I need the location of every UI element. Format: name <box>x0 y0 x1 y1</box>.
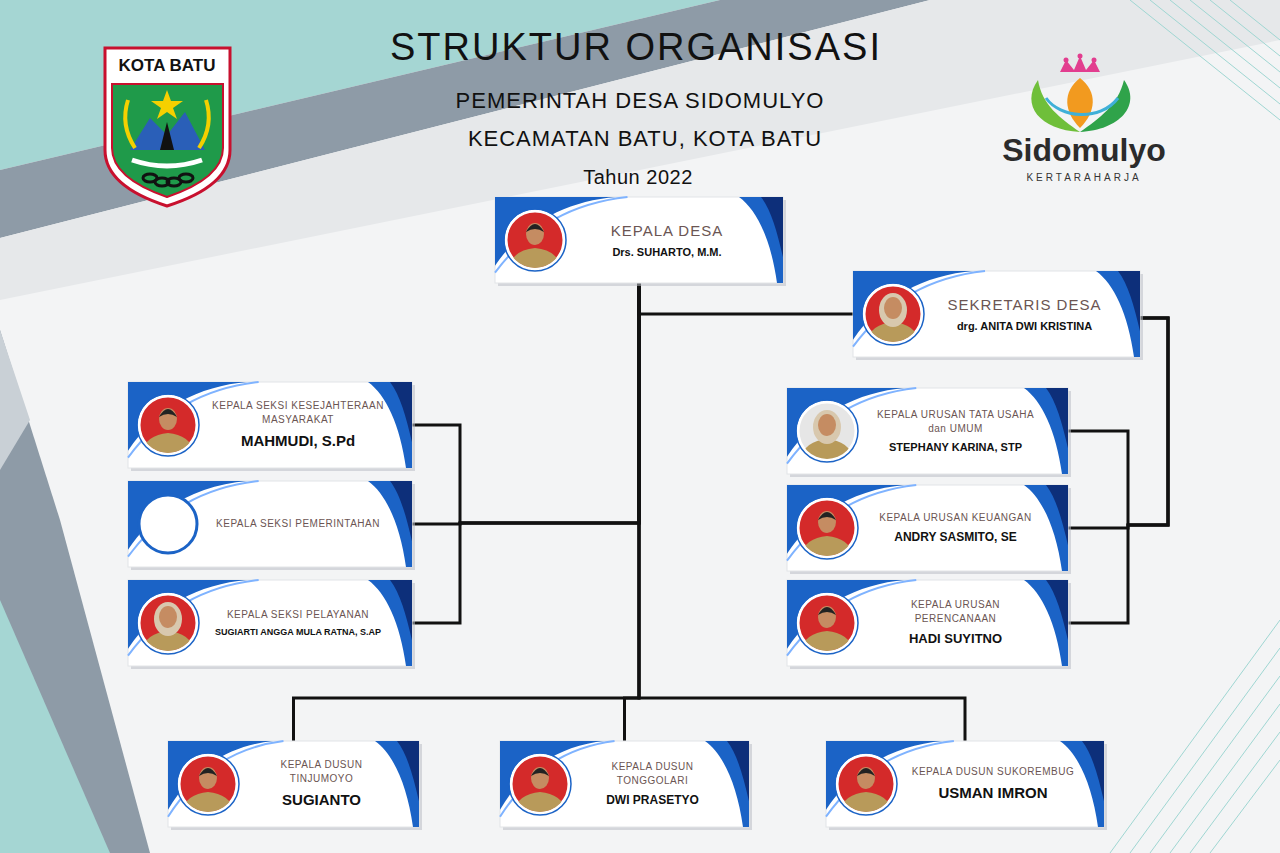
person-name: MAHMUDI, S.Pd <box>210 432 386 451</box>
box-decoration <box>787 485 1068 571</box>
box-decoration <box>826 741 1104 827</box>
org-box: KEPALA DUSUN TONGGOLARI DWI PRASETYO <box>500 741 749 827</box>
kota-batu-logo <box>105 48 230 206</box>
connector-line <box>412 283 639 623</box>
org-box: KEPALA DUSUN TINJUMOYO SUGIANTO <box>168 741 419 827</box>
light-band-left <box>0 330 30 470</box>
light-band <box>0 0 1280 300</box>
box-decoration <box>853 271 1140 357</box>
text-block: KEPALA SEKSI PEMERINTAHAN <box>210 517 386 531</box>
connector-line <box>639 283 853 314</box>
position-title: KEPALA SEKSI KESEJAHTERAAN MASYARAKAT <box>210 399 386 427</box>
box-decoration <box>787 388 1068 474</box>
logo-text: KERTARAHARJA <box>984 172 1184 183</box>
org-box: KEPALA DESA Drs. SUHARTO, M.M. <box>495 197 783 283</box>
person-name: ANDRY SASMITO, SE <box>869 530 1042 545</box>
person-name: drg. ANITA DWI KRISTINA <box>935 320 1114 334</box>
sidomulyo-logo <box>1031 54 1130 133</box>
org-box: KEPALA URUSAN KEUANGAN ANDRY SASMITO, SE <box>787 485 1068 571</box>
person-name: STEPHANY KARINA, STP <box>869 441 1042 455</box>
text-block: KEPALA DUSUN TINJUMOYO SUGIANTO <box>250 758 393 810</box>
connector-line <box>1068 318 1168 623</box>
text-block: KEPALA SEKSI PELAYANAN SUGIARTI ANGGA MUL… <box>210 608 386 638</box>
box-decoration <box>495 197 783 283</box>
person-name: DWI PRASETYO <box>582 793 723 808</box>
org-box: KEPALA SEKSI PELAYANAN SUGIARTI ANGGA MUL… <box>128 580 412 666</box>
person-name: SUGIARTI ANGGA MULA RATNA, S.AP <box>210 627 386 638</box>
person-name: SUGIANTO <box>250 791 393 810</box>
org-box: SEKRETARIS DESA drg. ANITA DWI KRISTINA <box>853 271 1140 357</box>
position-title: KEPALA DUSUN SUKOREMBUG <box>908 765 1078 779</box>
org-box: KEPALA URUSAN TATA USAHA dan UMUM STEPHAN… <box>787 388 1068 474</box>
deco-lines <box>1110 0 1280 853</box>
position-title: KEPALA URUSAN KEUANGAN <box>869 511 1042 525</box>
text-block: KEPALA DESA Drs. SUHARTO, M.M. <box>577 220 757 260</box>
text-block: KEPALA DUSUN TONGGOLARI DWI PRASETYO <box>582 760 723 808</box>
text-block: KEPALA DUSUN SUKOREMBUG USMAN IMRON <box>908 765 1078 803</box>
person-name: HADI SUYITNO <box>869 631 1042 647</box>
chart-title: STRUKTUR ORGANISASI <box>286 26 986 69</box>
text-block: KEPALA SEKSI KESEJAHTERAAN MASYARAKAT MAH… <box>210 399 386 451</box>
box-decoration <box>128 580 412 666</box>
header-label: PEMERINTAH DESA SIDOMULYO <box>390 88 890 114</box>
position-title: SEKRETARIS DESA <box>935 294 1114 315</box>
text-block: SEKRETARIS DESA drg. ANITA DWI KRISTINA <box>935 294 1114 334</box>
connector-line <box>412 283 639 523</box>
text-block: KEPALA URUSAN KEUANGAN ANDRY SASMITO, SE <box>869 511 1042 545</box>
position-title: KEPALA SEKSI PEMERINTAHAN <box>210 517 386 531</box>
position-title: KEPALA DESA <box>577 220 757 241</box>
org-box: KEPALA SEKSI KESEJAHTERAAN MASYARAKAT MAH… <box>128 382 412 468</box>
position-title: KEPALA URUSAN TATA USAHA dan UMUM <box>869 408 1042 436</box>
text-block: KEPALA URUSAN TATA USAHA dan UMUM STEPHAN… <box>869 408 1042 455</box>
teal-band-left <box>0 600 110 853</box>
position-title: KEPALA URUSAN PERENCANAAN <box>869 598 1042 626</box>
position-title: KEPALA SEKSI PELAYANAN <box>210 608 386 622</box>
org-box: KEPALA SEKSI PEMERINTAHAN <box>128 481 412 567</box>
org-box: KEPALA DUSUN SUKOREMBUG USMAN IMRON <box>826 741 1104 827</box>
header-label: Tahun 2022 <box>488 166 788 189</box>
position-title: KEPALA DUSUN TONGGOLARI <box>582 760 723 788</box>
connector-line <box>412 283 639 524</box>
connector-line <box>625 283 640 741</box>
person-name: Drs. SUHARTO, M.M. <box>577 246 757 260</box>
person-name: USMAN IMRON <box>908 784 1078 803</box>
logo-text: KOTA BATU <box>107 56 227 76</box>
position-title: KEPALA DUSUN TINJUMOYO <box>250 758 393 786</box>
org-box: KEPALA URUSAN PERENCANAAN HADI SUYITNO <box>787 580 1068 666</box>
logo-text: Sidomulyo <box>984 132 1184 169</box>
header-label: KECAMATAN BATU, KOTA BATU <box>395 126 895 152</box>
text-block: KEPALA URUSAN PERENCANAAN HADI SUYITNO <box>869 598 1042 647</box>
